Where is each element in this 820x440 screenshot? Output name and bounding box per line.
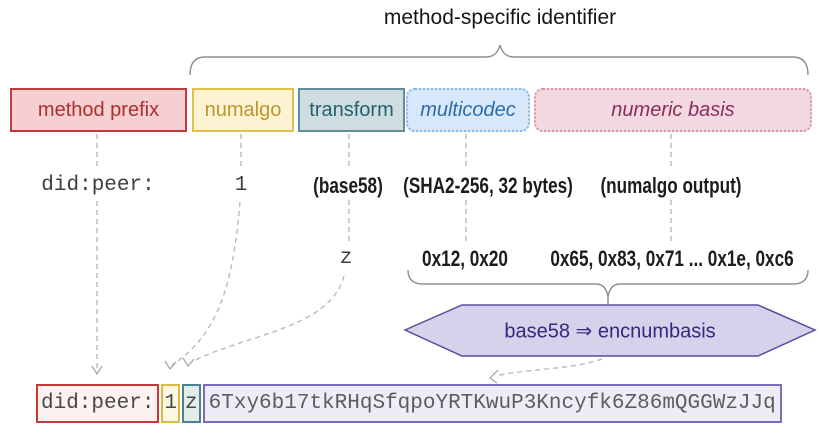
result-numalgo: 1	[161, 384, 181, 423]
value-transform: z	[339, 247, 353, 270]
value-numalgo: 1	[234, 174, 248, 197]
note-numeric-basis: (numalgo output)	[600, 173, 742, 198]
arrowheads	[91, 357, 499, 384]
top-brace	[189, 44, 809, 76]
segment-box-method-prefix: method prefix	[10, 88, 187, 132]
value-numeric-basis-bytes: 0x65, 0x83, 0x71 ... 0x1e, 0xc6	[550, 246, 794, 271]
result-encnumbasis: 6Txy6b17tkRHqSfqpoYRTKwuP3Kncyfk6Z86mQGG…	[202, 384, 782, 423]
result-transform: z	[182, 384, 201, 423]
segment-label-method-prefix: method prefix	[37, 98, 160, 121]
note-transform: (base58)	[313, 173, 383, 198]
segment-box-numeric-basis: numeric basis	[534, 88, 812, 132]
segment-label-numeric-basis: numeric basis	[611, 98, 735, 121]
result-did-row: did:peer: 1 z 6Txy6b17tkRHqSfqpoYRTKwuP3…	[36, 384, 782, 423]
note-multicodec: (SHA2-256, 32 bytes)	[403, 173, 573, 198]
encoding-step-label: base58 ⇒ encnumbasis	[504, 320, 716, 343]
bottom-brace	[407, 269, 809, 304]
segment-box-transform: transform	[298, 88, 405, 132]
segment-label-multicodec: multicodec	[420, 98, 516, 121]
segment-label-transform: transform	[309, 98, 394, 121]
segment-box-numalgo: numalgo	[192, 88, 294, 132]
value-method-prefix: did:peer:	[41, 174, 155, 197]
result-method-prefix: did:peer:	[36, 384, 160, 423]
diagram-title: method-specific identifier	[383, 6, 617, 29]
segment-label-numalgo: numalgo	[204, 98, 282, 121]
value-multicodec-bytes: 0x12, 0x20	[422, 246, 508, 271]
segment-box-multicodec: multicodec	[406, 88, 530, 132]
